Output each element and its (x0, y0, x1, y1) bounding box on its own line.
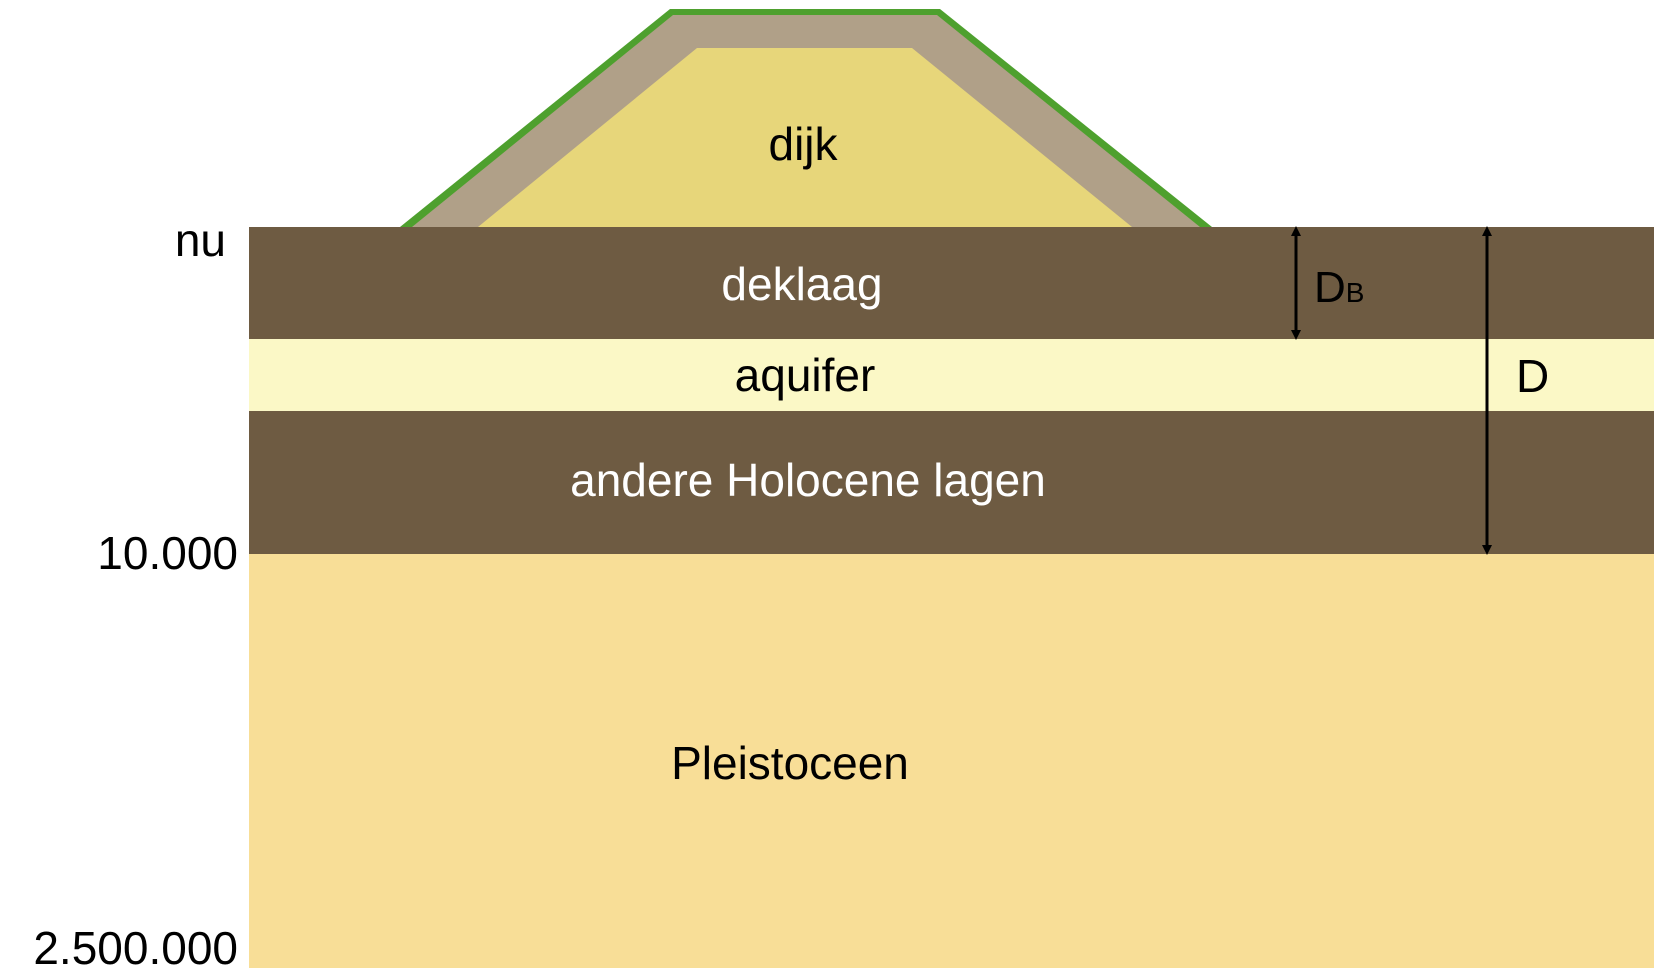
time-label-now: nu (175, 214, 226, 266)
deklaag-layer (249, 227, 1654, 339)
d-label: D (1516, 350, 1549, 402)
db-label: DB (1314, 263, 1364, 312)
pleistocene-layer (249, 554, 1654, 968)
pleistocene-label: Pleistoceen (671, 737, 909, 789)
holocene-layer (249, 411, 1654, 554)
holocene-label: andere Holocene lagen (570, 454, 1046, 506)
db-label-main: D (1314, 263, 1346, 312)
dike-core (478, 48, 1132, 227)
aquifer-layer (249, 339, 1654, 411)
dike-label: dijk (768, 118, 838, 170)
aquifer-label: aquifer (735, 349, 876, 401)
time-label-10000: 10.000 (97, 527, 238, 579)
time-label-2500000: 2.500.000 (33, 922, 238, 968)
db-label-subscript: B (1346, 277, 1365, 308)
deklaag-label: deklaag (721, 258, 882, 310)
